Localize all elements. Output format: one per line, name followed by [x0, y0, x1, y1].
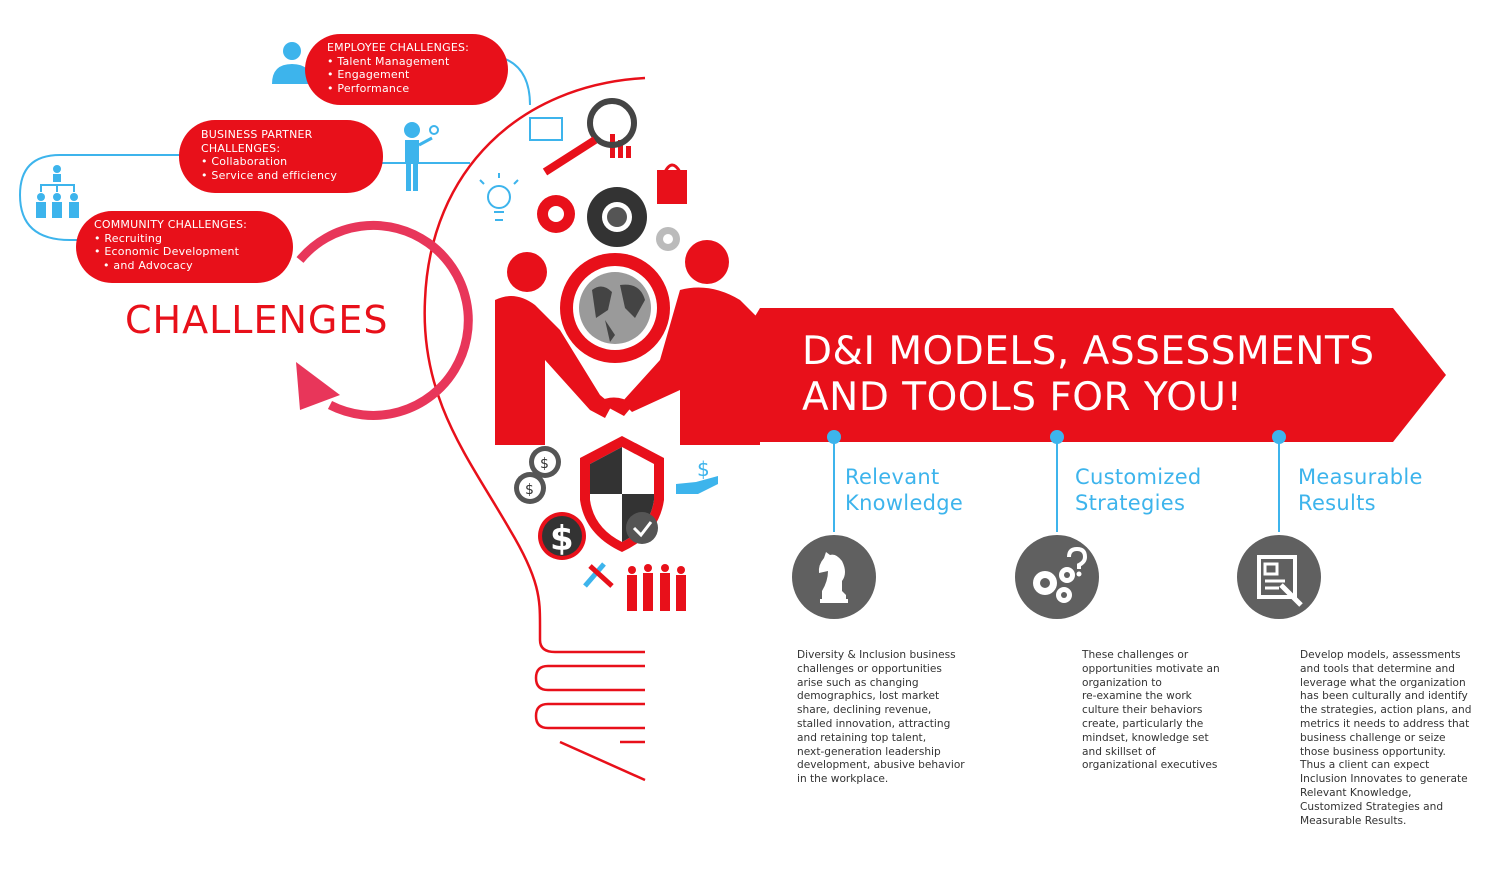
chess-knight-icon [792, 535, 876, 619]
text-line: and skillset of [1082, 745, 1156, 758]
column-heading-line2: Knowledge [845, 491, 964, 515]
hand-dollar-icon: $ [676, 457, 718, 494]
coins-icon: $ $ [514, 446, 561, 504]
list-item: Service and efficiency [201, 169, 383, 183]
org-chart-icon [36, 165, 79, 218]
text-line: Thus a client can expect [1300, 759, 1430, 772]
text-line: opportunities motivate an [1082, 662, 1220, 675]
column-body-relevant: Diversity & Inclusion business challenge… [797, 649, 987, 787]
banner-line-2: AND TOOLS FOR YOU! [802, 375, 1243, 420]
globe-gear-icon [560, 253, 670, 363]
text-line: Diversity & Inclusion business [797, 649, 956, 661]
cycle-arrow [296, 220, 473, 420]
text-line: and tools that determine and [1300, 662, 1456, 675]
banner-ribbon [720, 308, 1446, 442]
text-line: organizational executives [1082, 759, 1218, 772]
column-heading-line1: Relevant [845, 465, 940, 489]
text-line: next-generation leadership [797, 745, 941, 758]
column-heading-line1: Measurable [1298, 465, 1423, 489]
svg-text:$: $ [525, 482, 534, 498]
people-group-icon [627, 564, 686, 611]
text-line: mindset, knowledge set [1082, 731, 1209, 744]
text-line: Inclusion Innovates to generate [1300, 773, 1468, 786]
text-line: the strategies, action plans, and [1300, 704, 1472, 717]
text-line: Customized Strategies and [1300, 800, 1444, 813]
gears-question-icon [1015, 535, 1099, 619]
business-partner-challenges-pill: BUSINESS PARTNER CHALLENGES: Collaborati… [179, 120, 383, 193]
column-heading-line1: Customized [1075, 465, 1202, 489]
shopping-bag-icon [657, 163, 687, 204]
text-line: create, particularly the [1082, 717, 1204, 730]
text-line: Relevant Knowledge, [1300, 786, 1412, 799]
text-line: in the workplace. [797, 773, 889, 786]
text-line: culture their behaviors [1082, 704, 1203, 717]
gears-icon [537, 187, 680, 251]
column-heading-measurable: Measurable Results [1298, 464, 1423, 516]
business-challenges-title-line1: BUSINESS PARTNER [201, 128, 313, 141]
text-line: re-examine the work [1082, 690, 1192, 703]
community-challenges-title: COMMUNITY CHALLENGES: [94, 218, 248, 231]
handshake-figures [495, 240, 760, 445]
employee-challenges-pill: EMPLOYEE CHALLENGES: Talent Management E… [305, 34, 508, 105]
text-line: metrics it needs to address that [1300, 717, 1470, 730]
magnifier-chart-icon [529, 98, 637, 176]
text-line: stalled innovation, attracting [797, 717, 951, 730]
column-body-measurable: Develop models, assessments and tools th… [1300, 649, 1490, 828]
employee-person-icon [272, 42, 312, 84]
column-heading-line2: Results [1298, 491, 1376, 515]
community-challenges-list: Recruiting Economic Development and Advo… [94, 232, 293, 273]
text-line: Measurable Results. [1300, 814, 1407, 827]
employee-challenges-list: Talent Management Engagement Performance [327, 55, 508, 96]
dollar-coin-icon: $ [538, 512, 586, 560]
blueprint-pencil-icon [1237, 535, 1321, 619]
list-item: Recruiting [94, 232, 293, 246]
list-item: Engagement [327, 68, 508, 82]
text-line: those business opportunity. [1300, 745, 1446, 758]
tools-icon [583, 562, 614, 588]
text-line: These challenges or [1082, 649, 1189, 661]
column-heading-relevant: Relevant Knowledge [845, 464, 963, 516]
banner-line-1: D&I MODELS, ASSESSMENTS [802, 329, 1375, 374]
text-line: Develop models, assessments [1300, 649, 1461, 661]
challenges-title: CHALLENGES [125, 298, 389, 342]
list-item: Performance [327, 82, 508, 96]
employee-challenges-title: EMPLOYEE CHALLENGES: [327, 41, 470, 54]
list-item: Talent Management [327, 55, 508, 69]
text-line: organization to [1082, 676, 1162, 689]
column-body-customized: These challenges or opportunities motiva… [1082, 649, 1252, 773]
idea-bulb-icon [479, 173, 519, 221]
text-line: challenges or opportunities [797, 662, 942, 675]
svg-text:$: $ [540, 456, 549, 472]
lightbulb-outline [423, 76, 646, 782]
cycle-arrowhead [296, 362, 340, 410]
presenter-person-icon [404, 122, 439, 191]
svg-text:$: $ [550, 519, 574, 559]
column-heading-customized: Customized Strategies [1075, 464, 1202, 516]
list-item: and Advocacy [94, 259, 293, 273]
text-line: development, abusive behavior [797, 759, 965, 772]
list-item: Collaboration [201, 155, 383, 169]
text-line: arise such as changing [797, 676, 919, 689]
text-line: business challenge or seize [1300, 731, 1446, 744]
community-challenges-pill: COMMUNITY CHALLENGES: Recruiting Economi… [76, 211, 293, 283]
text-line: share, declining revenue, [797, 704, 932, 717]
text-line: and retaining top talent, [797, 731, 927, 744]
column-heading-line2: Strategies [1075, 491, 1186, 515]
business-challenges-list: Collaboration Service and efficiency [201, 155, 383, 182]
text-line: has been culturally and identify [1300, 690, 1468, 703]
text-line: demographics, lost market [797, 690, 940, 703]
svg-text:$: $ [697, 457, 710, 481]
shield-icon [580, 436, 664, 552]
business-challenges-title-line2: CHALLENGES: [201, 141, 281, 155]
list-item: Economic Development [94, 245, 293, 259]
text-line: leverage what the organization [1300, 676, 1466, 689]
column-connectors [827, 430, 1286, 532]
